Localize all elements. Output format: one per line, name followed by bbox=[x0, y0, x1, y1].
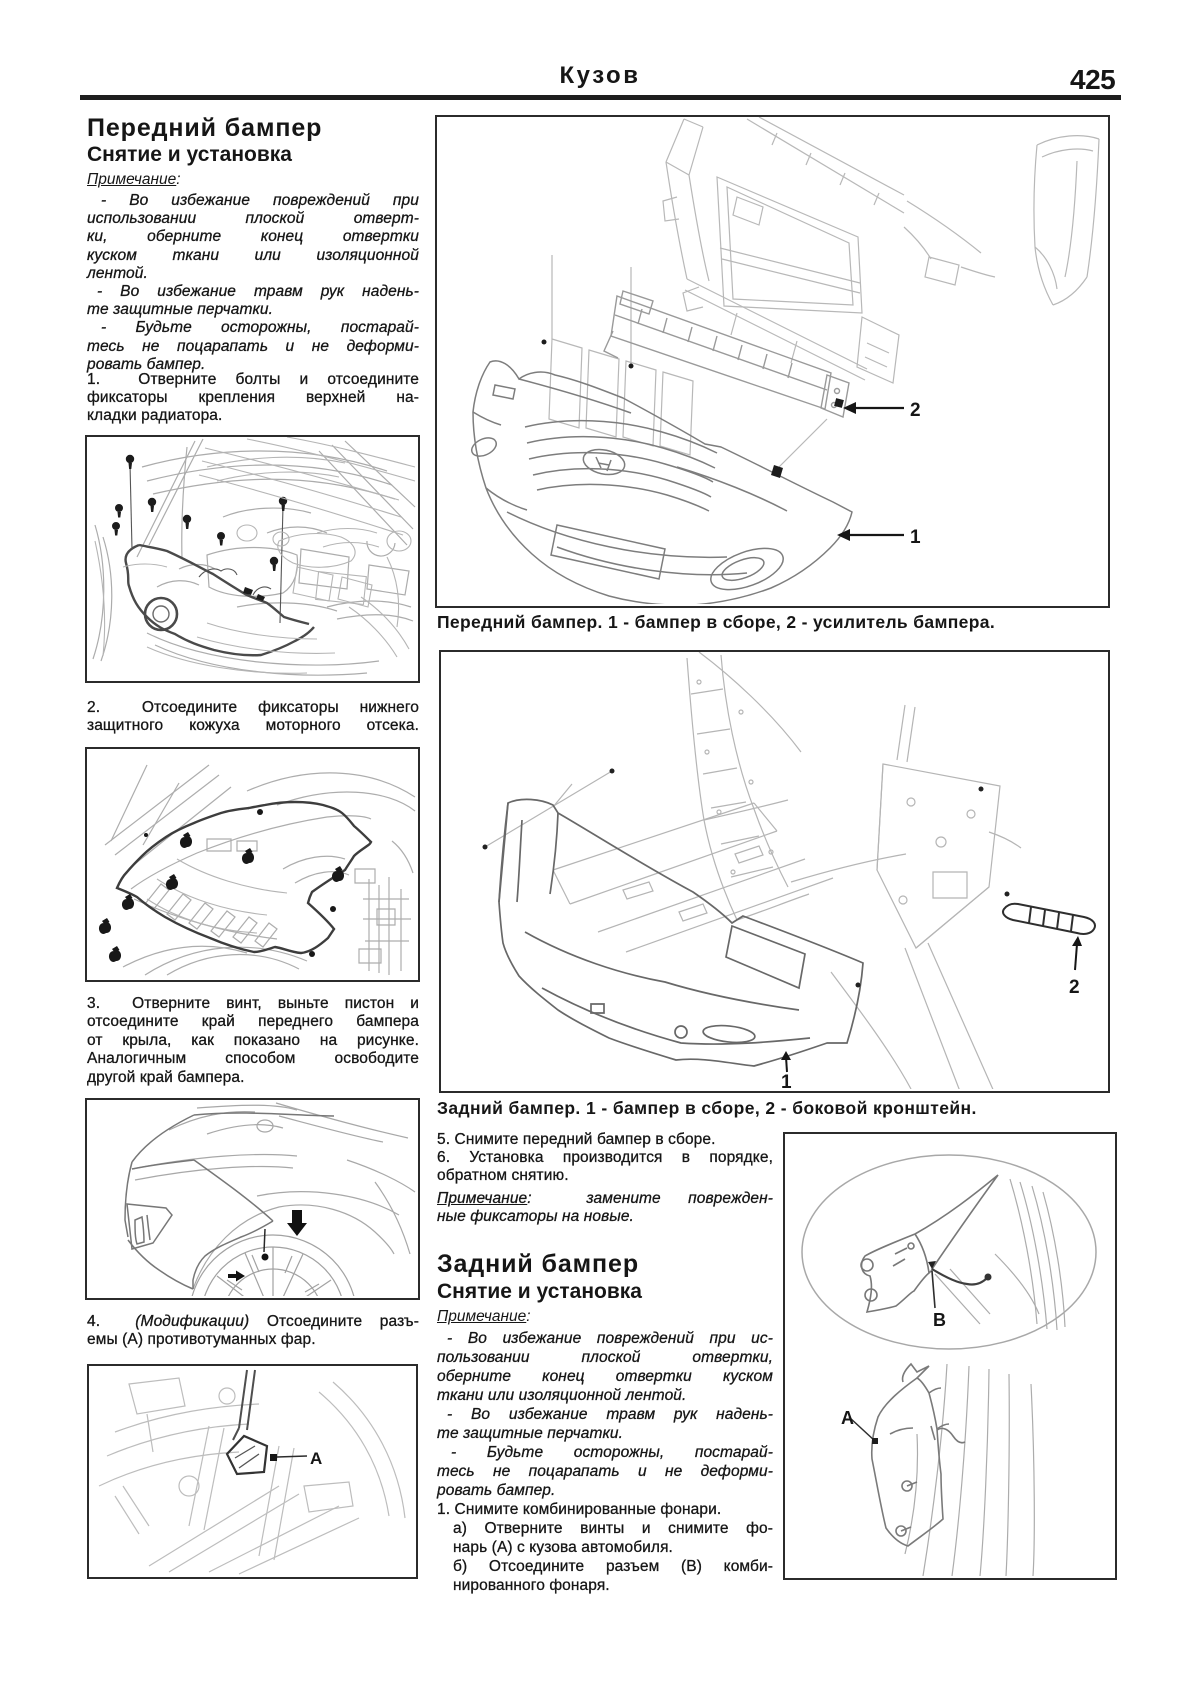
svg-text:1: 1 bbox=[781, 1072, 792, 1089]
svg-text:B: B bbox=[933, 1310, 946, 1330]
svg-text:A: A bbox=[841, 1408, 854, 1428]
svg-text:А: А bbox=[310, 1449, 322, 1468]
svg-text:2: 2 bbox=[1069, 977, 1080, 998]
svg-text:2: 2 bbox=[910, 400, 921, 421]
svg-text:1: 1 bbox=[910, 527, 921, 548]
